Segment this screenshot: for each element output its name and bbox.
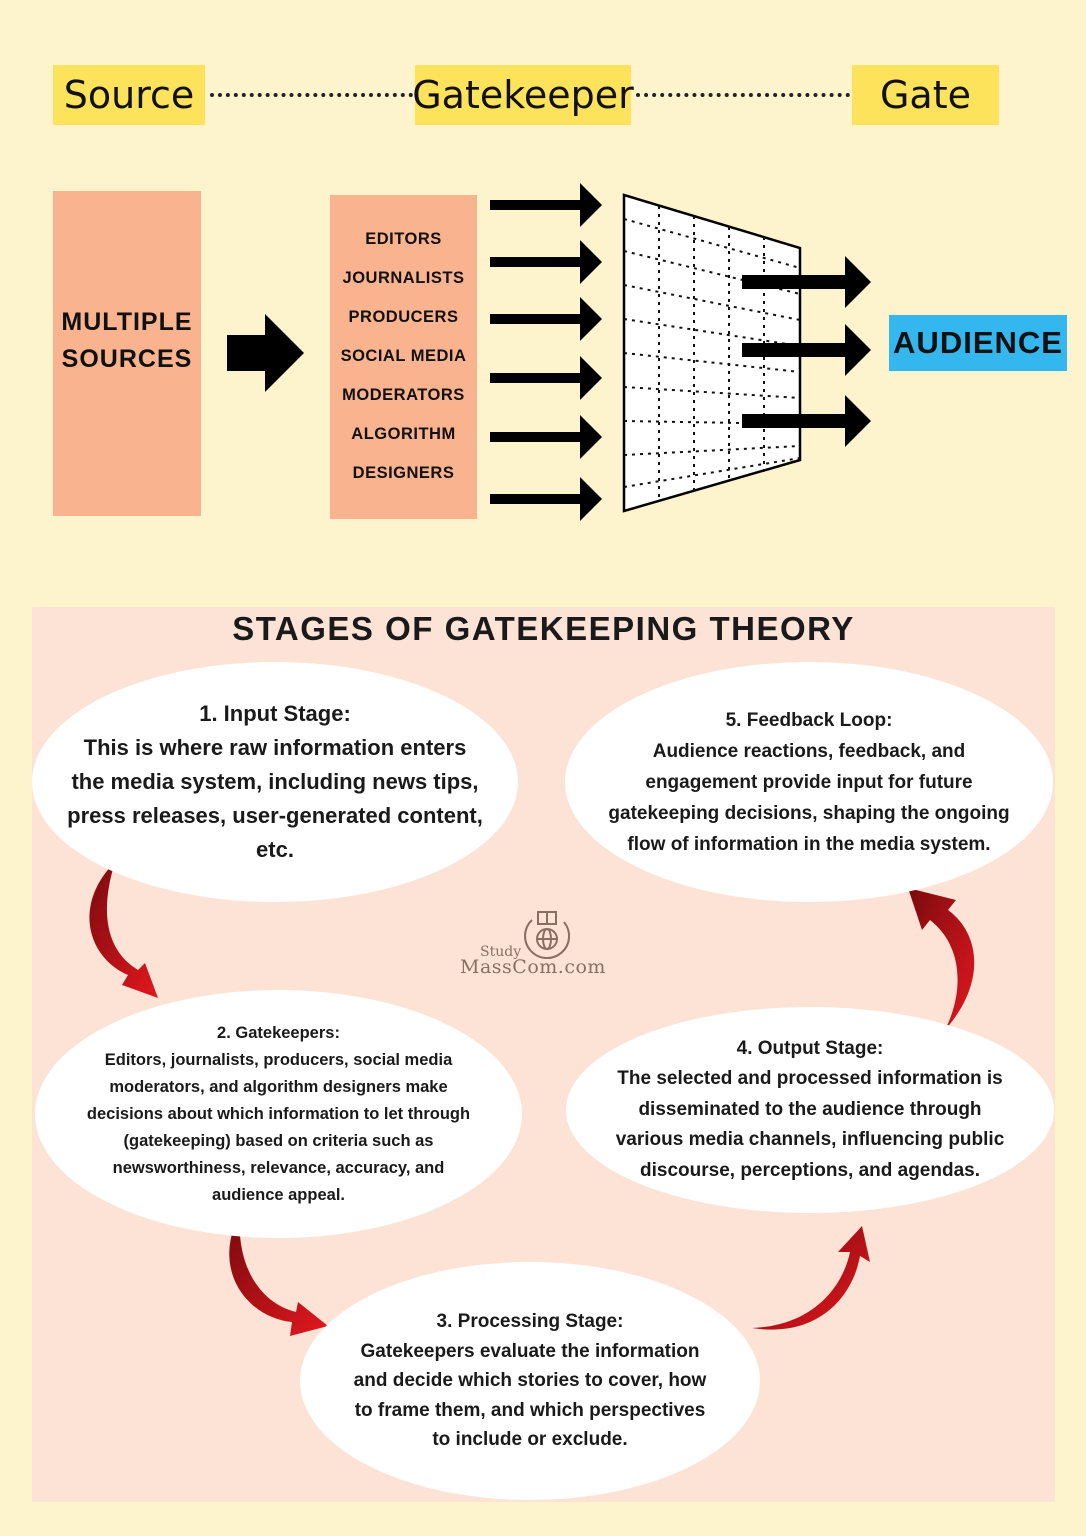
arrow-right-icon <box>490 183 602 227</box>
dotted-connector-2 <box>636 93 850 97</box>
stage-output-ellipse: 4. Output Stage: The selected and proces… <box>566 1007 1054 1213</box>
stage-title: 2. Gatekeepers: <box>217 1023 340 1042</box>
sources-arrow-icon <box>227 314 304 392</box>
stage-title: 5. Feedback Loop: <box>725 709 893 731</box>
stage-body: The selected and processed information i… <box>615 1068 1005 1181</box>
multiple-sources-box <box>53 191 201 516</box>
arrow-right-icon <box>490 297 602 341</box>
gatekeeper-roles-list: EDITORS JOURNALISTS PRODUCERS SOCIAL MED… <box>330 226 477 499</box>
arrow-right-icon <box>490 240 602 284</box>
stage-processing-ellipse: 3. Processing Stage: Gatekeepers evaluat… <box>300 1262 760 1500</box>
watermark-logo-icon <box>524 911 571 960</box>
gate-filter-icon <box>622 193 802 513</box>
curved-arrow-icon <box>752 1226 870 1330</box>
arrow-right-icon <box>490 356 602 400</box>
source-chip: Source <box>53 65 205 125</box>
gatekeeper-label: Gatekeeper <box>412 73 634 117</box>
gatekeepers-box <box>330 195 477 519</box>
arrow-right-icon <box>742 395 871 447</box>
stage-body: Gatekeepers evaluate the information and… <box>353 1340 707 1451</box>
watermark-study-text: Study <box>480 944 522 960</box>
stage-title: 3. Processing Stage: <box>436 1311 624 1333</box>
watermark-brand-text: MassCom.com <box>460 956 606 978</box>
curved-arrow-icon <box>89 862 158 998</box>
output-arrows <box>742 256 871 447</box>
audience-label: AUDIENCE <box>893 325 1063 360</box>
stage-body: Audience reactions, feedback, and engage… <box>608 740 1010 855</box>
role-item: EDITORS <box>365 230 442 248</box>
role-item: DESIGNERS <box>352 464 455 482</box>
arrow-right-icon <box>742 256 871 308</box>
multiple-sources-label: MULTIPLE SOURCES <box>61 308 193 373</box>
audience-box: AUDIENCE <box>889 315 1067 371</box>
stage-gatekeepers-ellipse: 2. Gatekeepers: Editors, journalists, pr… <box>35 990 522 1238</box>
stage-feedback-ellipse: 5. Feedback Loop: Audience reactions, fe… <box>565 662 1053 902</box>
role-item: MODERATORS <box>342 386 465 404</box>
curved-arrow-icon <box>908 888 975 1030</box>
source-label: Source <box>63 73 195 117</box>
gatekeeper-chip: Gatekeeper <box>412 65 634 125</box>
role-item: PRODUCERS <box>348 308 459 326</box>
flow-diagram-graphics <box>227 183 871 521</box>
arrow-right-icon <box>490 415 602 459</box>
stage-input-ellipse: 1. Input Stage: This is where raw inform… <box>32 662 518 902</box>
stage-title: 4. Output Stage: <box>736 1037 884 1059</box>
input-arrows <box>490 183 602 521</box>
role-item: JOURNALISTS <box>342 269 465 287</box>
stage-body: This is where raw information enters the… <box>67 735 483 862</box>
dotted-connector-1 <box>210 93 413 97</box>
gate-label: Gate <box>879 73 971 117</box>
curved-arrow-icon <box>229 1214 328 1336</box>
role-item: SOCIAL MEDIA <box>340 347 467 365</box>
stage-body: Editors, journalists, producers, social … <box>86 1050 471 1204</box>
arrow-right-icon <box>742 324 871 376</box>
role-item: ALGORITHM <box>351 425 456 443</box>
stage-title: 1. Input Stage: <box>199 701 351 726</box>
gate-chip: Gate <box>852 65 999 125</box>
arrow-right-icon <box>490 477 602 521</box>
stages-title: STAGES OF GATEKEEPING THEORY <box>232 610 855 647</box>
